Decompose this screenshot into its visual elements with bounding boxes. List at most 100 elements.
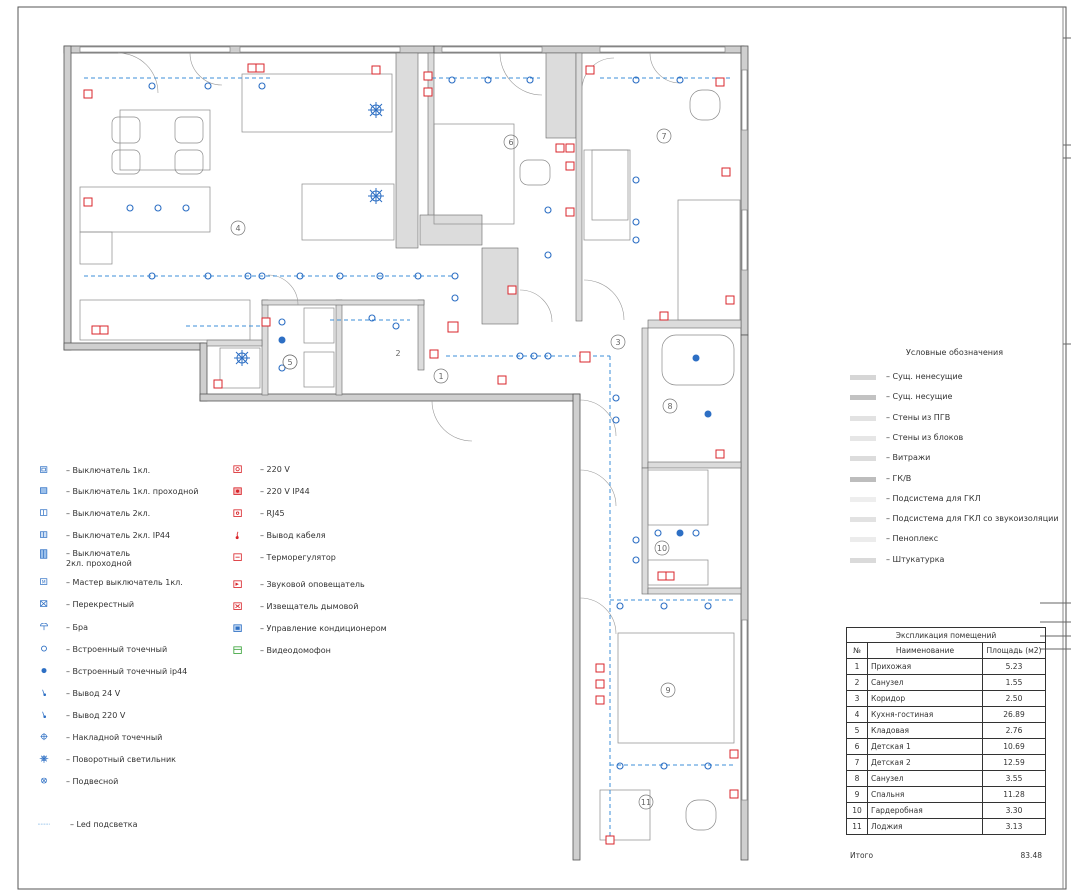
wall-swatch [850, 517, 876, 523]
pendant-icon [41, 777, 47, 784]
wall-swatch [850, 456, 876, 462]
led-strip-icon [38, 823, 50, 825]
ac-control-icon [233, 624, 242, 632]
room-name-cell: Детская 1 [867, 738, 983, 755]
room-number-cell: 1 [846, 658, 868, 675]
legend-label: – Вывод 220 V [66, 711, 126, 720]
wall-swatch [850, 557, 876, 563]
room-area-cell: 3.13 [982, 818, 1046, 835]
legend-label: – Подвесной [66, 777, 119, 786]
door-swings [117, 52, 681, 635]
switch-2-pass-icon [40, 549, 48, 559]
smoke-detector-icon [233, 602, 242, 610]
legend-label: – Led подсветка [70, 820, 138, 829]
output-220v-icon [42, 711, 46, 718]
room-label-3: 3 [615, 338, 620, 347]
room-area-cell: 11.28 [982, 786, 1046, 803]
total-value: 83.48 [1020, 851, 1042, 860]
room-number-cell: 2 [846, 674, 868, 691]
legend-label: – Извещатель дымовой [260, 602, 359, 611]
room-label-5: 5 [287, 358, 292, 367]
room-area-cell: 26.89 [982, 706, 1046, 723]
room-name-cell: Прихожая [867, 658, 983, 675]
room-number-cell: 9 [846, 786, 868, 803]
electrical-points [83, 63, 739, 845]
explication-header-name: Наименование [867, 642, 983, 659]
wall-swatch [850, 476, 876, 482]
room-number-cell: 11 [846, 818, 868, 835]
legend-label: – 220 V IP44 [260, 487, 310, 496]
wall-swatch [850, 537, 876, 543]
legend-label: – Выключатель 2кл. проходной [66, 549, 132, 568]
legend-label: – Бра [66, 623, 89, 632]
explication-title: Экспликация помещений [846, 627, 1046, 643]
room-area-cell: 1.55 [982, 674, 1046, 691]
explication-table: Экспликация помещений № Наименование Пло… [846, 627, 1046, 835]
room-number-cell: 10 [846, 802, 868, 819]
room-number-cell: 3 [846, 690, 868, 707]
room-number-cell: 6 [846, 738, 868, 755]
wall-legend-label: – Сущ. несущие [886, 392, 953, 402]
room-area-cell: 12.59 [982, 754, 1046, 771]
wall-legend-label: – Штукатурка [886, 554, 945, 564]
legend-label: – Выключатель 2кл. IP44 [66, 531, 171, 540]
symbol-legend: – Выключатель 1кл. – Выключатель 1кл. про… [38, 458, 458, 838]
output-24v-icon [42, 689, 46, 696]
room-label-10: 10 [657, 544, 667, 553]
switch-1-pass-icon [40, 487, 48, 494]
legend-label: – Накладной точечный [66, 733, 163, 742]
wall-swatch [850, 435, 876, 441]
legend-label: – Поворотный светильник [66, 755, 176, 764]
rotary-lights [234, 102, 384, 366]
light-fixtures [126, 76, 712, 770]
wall-swatch [850, 496, 876, 502]
legend-label: – Перекрестный [66, 600, 135, 609]
rj45-icon [233, 509, 242, 517]
room-label-8: 8 [667, 402, 672, 411]
total-label: Итого [850, 851, 874, 860]
switch-1-icon [40, 466, 48, 473]
room-area-cell: 3.55 [982, 770, 1046, 787]
wall-legend-label: – ГК/В [886, 473, 912, 483]
sconce-icon [40, 623, 48, 631]
outer-walls [63, 45, 749, 861]
wall-swatch [850, 375, 876, 380]
sound-alarm-icon [233, 580, 242, 588]
legend-label: – 220 V [260, 465, 290, 474]
sheet-frame [17, 6, 1067, 890]
room-area-cell: 10.69 [982, 738, 1046, 755]
room-area-cell: 2.76 [982, 722, 1046, 739]
wall-legend-label: – Стены из ПГВ [886, 412, 951, 422]
room-label-6: 6 [508, 138, 513, 147]
wall-legend-label: – Витражи [886, 453, 931, 463]
room-name-cell: Санузел [867, 674, 983, 691]
room-name-cell: Детская 2 [867, 754, 983, 771]
room-number-cell: 7 [846, 754, 868, 771]
switch-2-icon [40, 509, 48, 516]
room-number-markers [230, 128, 678, 810]
room-name-cell: Санузел [867, 770, 983, 787]
master-switch-icon: M [40, 578, 48, 586]
legend-label: – Выключатель 1кл. проходной [66, 487, 199, 496]
wall-legend-label: – Подсистема для ГКЛ [886, 493, 981, 503]
room-explication: Экспликация помещений № Наименование Пло… [846, 627, 1046, 835]
room-number-labels: 1 2 3 4 5 6 7 8 9 10 11 [235, 132, 672, 807]
legend-label: – Управление кондиционером [260, 624, 387, 633]
legend-label: – Выключатель 1кл. [66, 466, 151, 475]
thermostat-icon [233, 553, 242, 561]
room-name-cell: Гардеробная [867, 802, 983, 819]
room-number-cell: 8 [846, 770, 868, 787]
room-area-cell: 3.30 [982, 802, 1046, 819]
room-label-7: 7 [661, 132, 666, 141]
room-name-cell: Спальня [867, 786, 983, 803]
wall-legend-label: – Пеноплекс [886, 534, 939, 544]
room-label-9: 9 [665, 686, 670, 695]
